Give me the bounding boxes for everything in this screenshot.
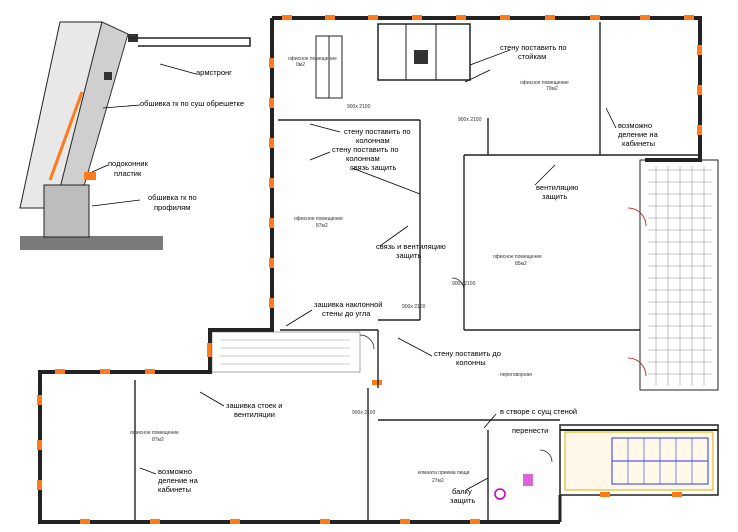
note-risers-2: вентиляции [234,410,275,419]
door-size-4: 900x 2100 [402,304,426,310]
room-area-1: 0м2 [296,62,305,68]
note-wall-cols-a-1: стену поставить по [344,127,411,136]
note-to-column-2: колонны [456,358,486,367]
room-name-1: офисное помещение [288,56,337,62]
note-vent-1: вентиляцию [536,183,579,192]
door-sizes: 900x 2100 900x 2100 900x 2100 900x 2100 … [347,104,482,416]
label-sill-2: пластик [114,169,142,178]
note-link-protect: связь защить [350,163,397,172]
room-area-2: 70м2 [546,86,558,92]
door-size-2: 900x 2100 [458,117,482,123]
door-swings [359,207,647,463]
corridor-hatch [211,331,361,373]
note-link-vent-1: связь и вентиляцию [376,242,446,251]
leader-gk-profile [91,199,141,207]
wall-left-block [38,18,560,524]
room-name-3: офисное помещение [294,216,343,222]
note-possible-bottom-1: возможно [158,467,192,476]
note-sloped-2: стены до угла [322,309,371,318]
atrium-grid [648,166,712,386]
note-sloped-1: зашивка наклонной [314,300,382,309]
lathing-bracket [104,72,112,80]
door-size-3: 900x 2100 [452,281,476,287]
stair-block [564,431,714,491]
door-size-5: 900x 2100 [352,410,376,416]
leader-gk-lathing [102,104,141,109]
label-gk-profile-2: профилям [154,203,190,212]
room-area-6: 27м2 [432,478,444,484]
magenta-marker-icon [494,488,506,500]
label-armstrong: армстронг [196,68,232,77]
atrium-frame [639,159,719,391]
magenta-fixture-icon [523,474,533,486]
note-wall-cols-b-1: стену поставить по [332,145,399,154]
note-risers-1: зашивка стоек и [226,401,283,410]
leader-armstrong [159,63,197,75]
interior-walls [134,22,700,520]
room-area-5: 87м2 [152,437,164,443]
room-name-4: офисное помещение [493,254,542,260]
sill-block [43,184,90,238]
annotations: стену поставить по стойкам стену постави… [139,43,659,505]
note-possible-top-1: возможно [618,121,652,130]
note-wall-cols-b-2: колоннам [346,154,380,163]
door-size-1: 900x 2100 [347,104,371,110]
room-name-2: офисное помещение [520,80,569,86]
note-possible-top-2: деление на [618,130,659,139]
label-sill-1: подоконник [108,159,149,168]
note-balcony-1: балку [452,487,472,496]
note-alignment-1: в створе с сущ стеной [500,407,577,416]
note-wall-posts-2: стойкам [518,52,546,61]
room-area-4: 85м2 [515,261,527,267]
stair-block-frame [559,424,719,496]
window-slope-mark [48,91,84,181]
note-possible-top-3: кабинеты [622,139,655,148]
room-area-3: 87м2 [316,223,328,229]
leader-sill [91,164,109,173]
note-vent-2: защить [542,192,567,201]
note-wall-posts-1: стену поставить по [500,43,567,52]
floor-slab [20,236,163,250]
note-alignment-2: перенести [512,426,548,435]
note-wall-cols-a-2: колоннам [356,136,390,145]
note-balcony-2: защить [450,496,475,505]
note-possible-bottom-2: деление на [158,476,199,485]
label-gk-lathing: обшивка гк по суш обрешетке [140,99,244,108]
wall-section-detail: армстронг обшивка гк по суш обрешетке по… [19,21,251,250]
room-name-7: переговорная [500,372,532,378]
room-labels: офисное помещение 0м2 офисное помещение … [130,56,569,484]
room-name-5: офисное помещение [130,430,179,436]
windows [37,15,702,524]
label-gk-profile-1: обшивка гк по [148,193,197,202]
armstrong-ceiling [128,37,251,47]
toilet-icon [414,50,428,64]
room-name-6: комната приема пищи [418,470,470,476]
note-to-column-1: стену поставить до [434,349,501,358]
note-possible-bottom-3: кабинеты [158,485,191,494]
note-link-vent-2: защить [396,251,421,260]
restroom-core [315,23,471,99]
sill-plastic [84,172,96,180]
